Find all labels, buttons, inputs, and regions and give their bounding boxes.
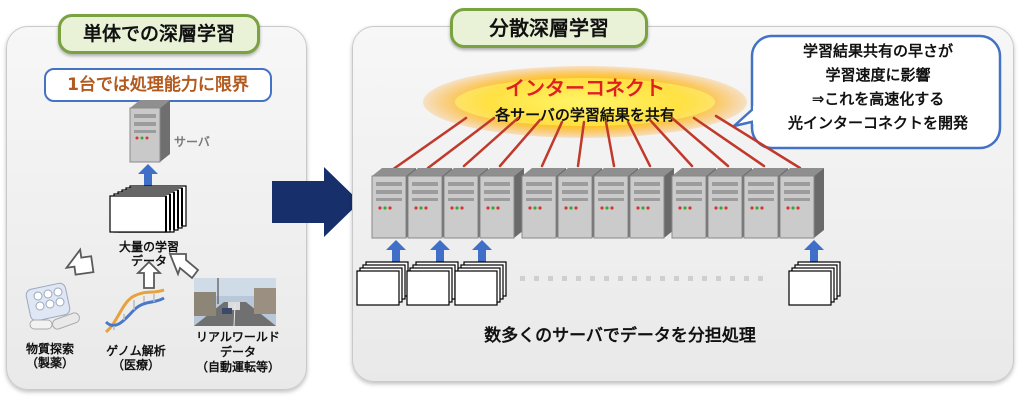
right-panel-title: 分散深層学習	[450, 8, 648, 48]
source-label-1-line2: （医療）	[111, 358, 160, 372]
arrow-up-outline-icon	[135, 260, 163, 289]
arrow-up-icon	[430, 240, 450, 262]
arrow-up-icon	[138, 164, 158, 186]
source-label-0-line2: （製薬）	[25, 356, 74, 370]
interconnect-title: インターコネクト	[505, 76, 665, 100]
source-label-0-line1: 物質探索	[25, 342, 74, 356]
server-icon	[479, 167, 525, 239]
callout-line-1: 学習速度に影響	[825, 66, 931, 84]
server-icon	[629, 167, 675, 239]
medicine-pills-icon	[25, 282, 80, 330]
source-label-1-line1: ゲノム解析	[106, 344, 166, 358]
server-label: サーバ	[174, 135, 210, 149]
interconnect-cloud	[423, 66, 747, 138]
arrow-up-icon	[804, 240, 824, 262]
limit-callout: 1台では処理能力に限界	[44, 68, 272, 102]
source-label-2-line1: リアルワールド	[196, 330, 280, 344]
source-label-2-line2: データ	[219, 345, 256, 359]
bottom-caption: 数多くのサーバでデータを分担処理	[484, 326, 756, 346]
data-stack-icon	[356, 261, 409, 306]
arrow-up-outline-icon	[168, 253, 200, 280]
data-stack-icon	[109, 185, 187, 233]
arrow-up-icon	[472, 240, 492, 262]
arrow-up-outline-icon	[64, 247, 95, 276]
data-stack-icon	[788, 261, 841, 306]
dna-helix-icon	[104, 288, 165, 334]
callout-line-3: 光インターコネクトを開発	[787, 114, 968, 132]
data-label-line1: 大量の学習	[118, 240, 179, 254]
callout-line-0: 学習結果共有の早さが	[802, 42, 953, 60]
single-server-icon	[129, 100, 170, 163]
big-right-arrow-icon	[272, 167, 360, 237]
arrow-up-icon	[386, 240, 406, 262]
ellipsis-dots	[520, 276, 763, 281]
street-photo-icon	[194, 278, 276, 327]
source-label-2-line3: （自動運転等）	[195, 360, 280, 374]
data-stack-icon	[454, 261, 507, 306]
callout-line-2: ⇒これを高速化する	[811, 90, 945, 108]
server-icon	[779, 167, 825, 239]
callout-bubble	[732, 34, 1002, 150]
left-panel-title: 単体での深層学習	[58, 14, 260, 54]
